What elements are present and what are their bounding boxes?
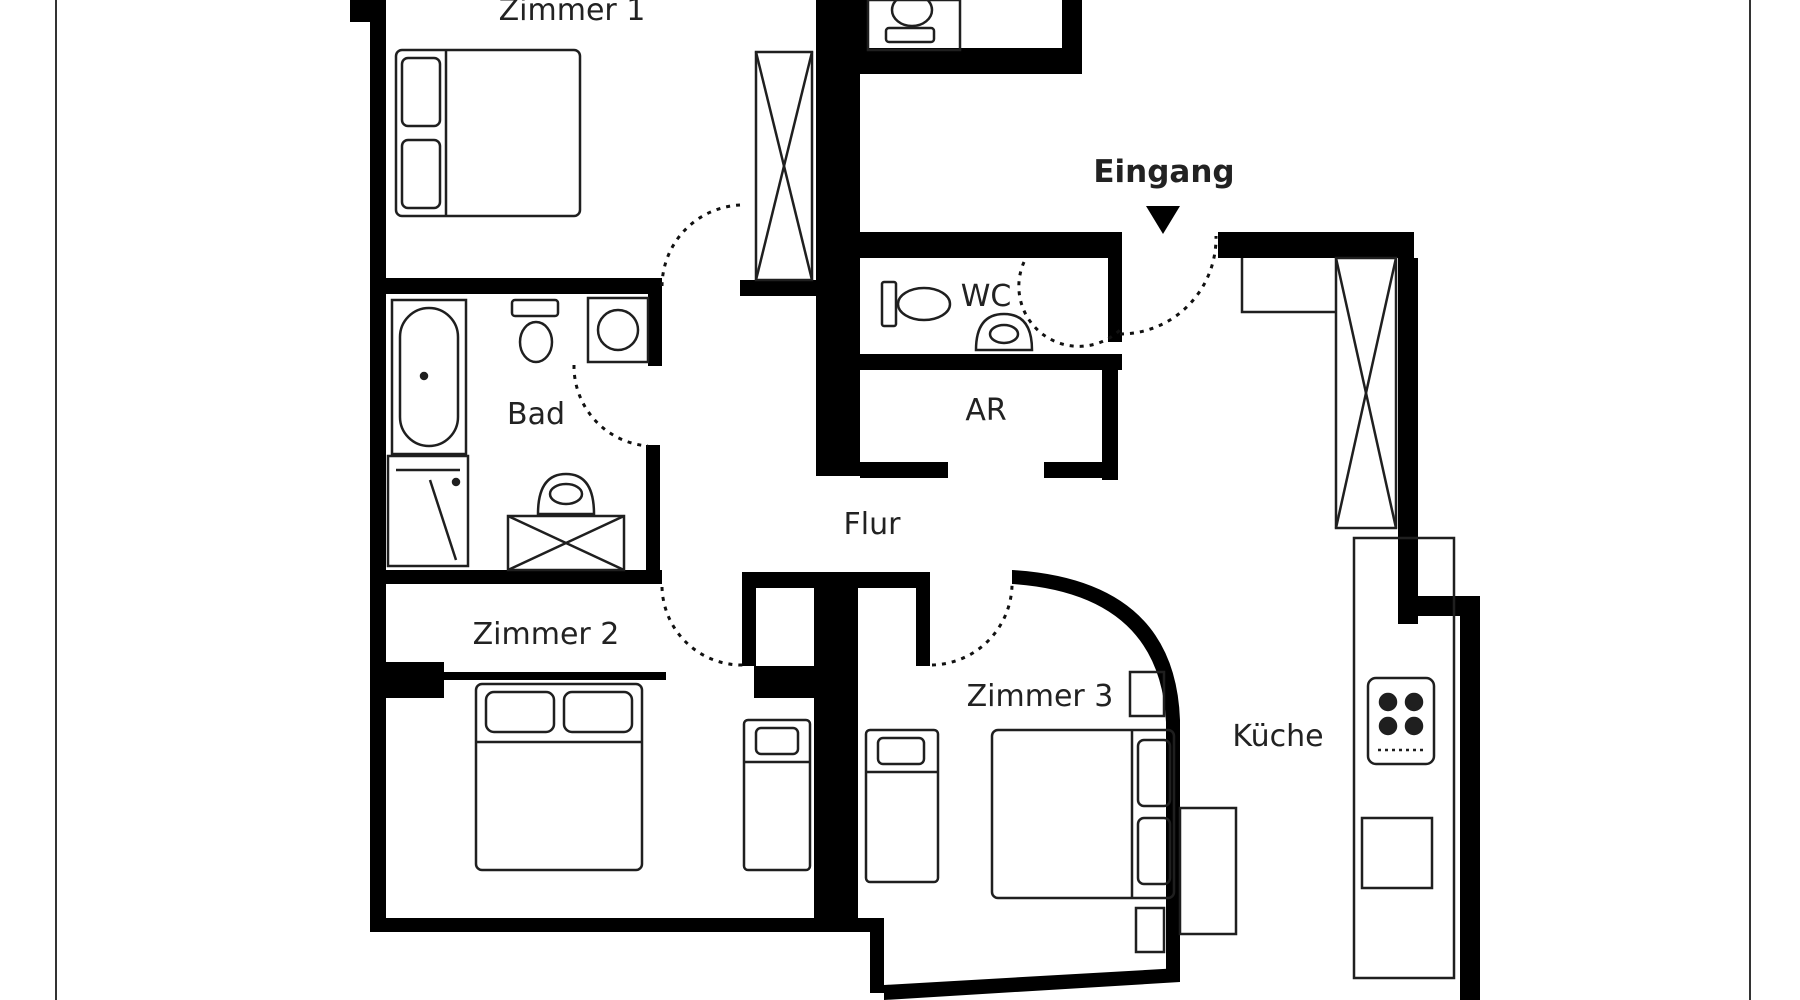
wc-tank-icon (880, 280, 898, 328)
door-swing-entrance (1119, 235, 1218, 336)
z3-bed-icon (990, 728, 1176, 900)
bad-bottom-wall (386, 570, 662, 584)
door-swing-wc (1017, 261, 1122, 348)
z2-divider-line (444, 672, 666, 680)
z2-divider-right (754, 666, 816, 698)
z3-single-bed-icon (864, 728, 940, 884)
z1-wardrobe-icon (754, 50, 814, 282)
z2-single-bed-icon (742, 718, 812, 872)
top-wall-left (860, 0, 868, 50)
outer-wall-top-left-cap (350, 0, 386, 22)
z2-divider-left (386, 662, 444, 698)
door-swings (572, 203, 1218, 667)
bad-top-wall (386, 278, 662, 294)
top-toilet-icon (866, 0, 962, 52)
label-kueche: Küche (1232, 719, 1323, 754)
label-zimmer3: Zimmer 3 (967, 679, 1114, 714)
bad-right-wall-bottom (646, 445, 660, 573)
outer-wall-bottom-z3 (884, 968, 1180, 1000)
label-wc: WC (961, 279, 1012, 314)
door-swing-bad (572, 364, 649, 448)
z3-nightstand-top-icon (1128, 670, 1166, 718)
ar-bottom-left-wall (860, 462, 948, 478)
ar-right-wall (1102, 370, 1118, 480)
fixtures (386, 0, 1456, 980)
outer-wall-step (870, 918, 884, 993)
bad-sink-icon (536, 472, 596, 516)
bathtub-icon (390, 298, 468, 456)
kitchen-counter-icon (1352, 536, 1456, 980)
lower-center-wall (814, 580, 858, 928)
bad-toilet-icon (510, 298, 560, 318)
central-wall-upper (816, 0, 860, 476)
z1-wardrobe-wall (740, 280, 816, 296)
label-flur: Flur (844, 507, 902, 542)
label-ar: AR (965, 393, 1006, 428)
zimmer3-arc-wall (1012, 570, 1180, 980)
z3-desk-icon (1178, 806, 1238, 936)
z3-nightstand-bottom-icon (1134, 906, 1166, 954)
label-bad: Bad (507, 397, 565, 432)
lower-center-stub (916, 572, 930, 666)
bad-right-wall-top (648, 294, 662, 366)
ar-bottom-right-wall (1044, 462, 1118, 478)
top-wall-horizontal (860, 48, 1080, 74)
kitchen-top-wall (1218, 232, 1414, 258)
wc-bottom-wall (860, 354, 1122, 370)
shower-icon (386, 454, 470, 568)
lower-center-left (742, 572, 756, 666)
wc-sink-icon (974, 312, 1034, 352)
kitchen-right-wall-lower (1460, 596, 1480, 1000)
stove-icon (1366, 676, 1436, 766)
wc-top-wall (860, 232, 1122, 258)
wc-right-wall (1108, 258, 1122, 342)
bad-cabinet-icon (506, 514, 626, 572)
page-frame (55, 0, 1751, 1000)
top-wall-vertical (1062, 0, 1082, 74)
entrance-arrow-icon (1146, 206, 1180, 234)
z2-bed-icon (474, 682, 644, 872)
label-eingang: Eingang (1093, 154, 1234, 190)
washing-machine-icon (586, 296, 650, 364)
kitchen-right-step (1398, 596, 1480, 616)
door-swing-zimmer1 (660, 203, 741, 287)
wc-toilet-icon (896, 286, 952, 322)
z1-bed-icon (394, 48, 582, 218)
walls (350, 0, 1480, 1000)
label-zimmer1: Zimmer 1 (499, 0, 646, 28)
kitchen-right-wall (1398, 258, 1418, 624)
door-swing-zimmer3 (931, 579, 1014, 667)
label-zimmer2: Zimmer 2 (473, 617, 620, 652)
kitchen-wardrobe-icon (1334, 256, 1398, 530)
outer-wall-left (370, 18, 386, 928)
outer-wall-bottom-left (370, 918, 878, 932)
kitchen-sink-icon (1360, 816, 1434, 890)
door-swing-zimmer2 (660, 586, 746, 667)
kitchen-corridor-outline (1240, 258, 1336, 314)
